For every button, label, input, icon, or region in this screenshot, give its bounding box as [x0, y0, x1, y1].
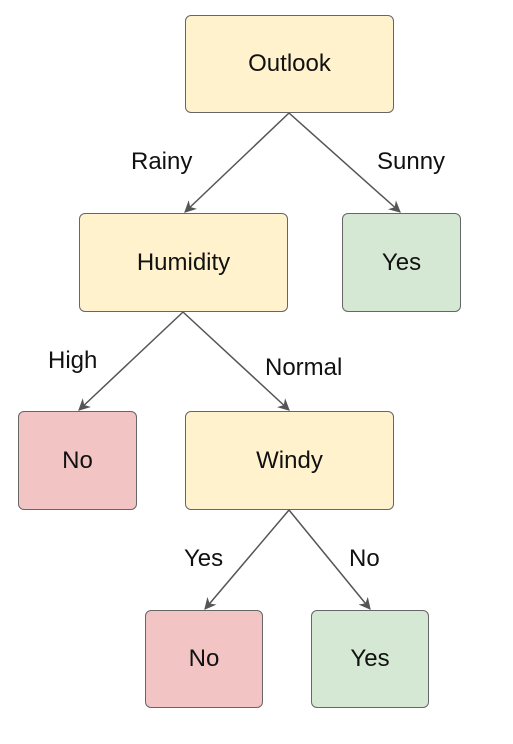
edge-outlook-sunny: [288, 112, 401, 213]
node-windy-no-yes: Yes: [311, 610, 429, 708]
node-sunny-yes: Yes: [342, 213, 461, 312]
node-outlook: Outlook: [185, 15, 394, 113]
edge-label-rainy: Rainy: [131, 148, 193, 175]
edge-humidity-high: [78, 311, 184, 411]
edge-outlook-humidity: [184, 112, 290, 213]
edge-windy-yes: [204, 509, 290, 610]
edge-label-sunny: Sunny: [377, 148, 446, 175]
edge-humidity-normal: [182, 311, 290, 411]
edge-windy-no: [288, 509, 371, 610]
node-high-no: No: [18, 411, 137, 510]
edge-label-high: High: [48, 347, 98, 374]
edge-label-yes: Yes: [184, 545, 224, 572]
edge-label-no: No: [349, 545, 380, 572]
node-windy: Windy: [185, 411, 394, 510]
node-humidity: Humidity: [79, 213, 288, 312]
node-windy-yes-no: No: [145, 610, 263, 708]
edge-label-normal: Normal: [265, 354, 343, 381]
